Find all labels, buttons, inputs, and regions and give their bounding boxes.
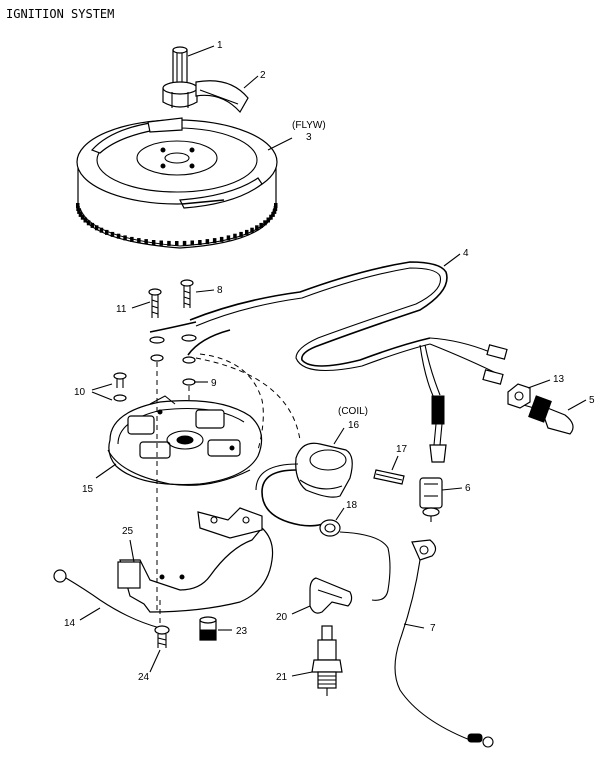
callout-9: 9 (211, 378, 217, 389)
ring-gear-tooth (198, 240, 202, 245)
ring-gear-tooth (259, 222, 263, 228)
ring-gear-tooth (190, 240, 194, 246)
ring-gear-tooth (83, 217, 87, 223)
callout-16-note: (COIL) (338, 406, 368, 417)
ring-gear-tooth (116, 233, 121, 239)
part-spark-plug-boot (309, 577, 353, 614)
part-screw-24 (154, 625, 170, 648)
ring-gear-tooth (76, 206, 80, 211)
ring-gear-tooth (123, 235, 127, 241)
ring-gear-tooth (250, 227, 254, 233)
part-flywheel (76, 117, 278, 249)
callout-18: 18 (346, 500, 358, 511)
callout-16: 16 (348, 420, 360, 431)
ring-gear-tooth (212, 238, 217, 244)
part-connector (419, 477, 443, 522)
part-ground-wire (394, 539, 494, 748)
part-switch (519, 395, 574, 435)
callout-13: 13 (553, 374, 565, 385)
ring-gear-tooth (273, 206, 278, 211)
ring-gear-tooth (226, 235, 231, 241)
part-screw-8 (180, 279, 194, 308)
callout-14: 14 (64, 618, 76, 629)
ring-gear-tooth (255, 225, 259, 231)
part-bracket-plate (117, 507, 274, 613)
ring-gear-tooth (77, 208, 81, 214)
ring-gear-tooth (269, 214, 273, 220)
ring-gear-tooth (76, 203, 80, 208)
part-screw-11 (148, 288, 162, 318)
leader-lines (79, 45, 587, 677)
part-screw-10 (113, 372, 127, 402)
ring-gear-tooth (167, 240, 171, 246)
part-wire-harness (149, 261, 508, 463)
part-spark-plug (311, 625, 343, 696)
callout-10: 10 (74, 387, 86, 398)
ring-gear-tooth (274, 203, 278, 208)
callout-20: 20 (276, 612, 288, 623)
ring-gear-tooth (219, 236, 224, 242)
ring-gear-tooth (110, 231, 115, 237)
callout-11: 11 (116, 304, 127, 315)
callout-labels: 1 2 (FLYW) 3 4 8 11 9 10 13 5 (COIL) 16 … (64, 40, 595, 683)
callout-2: 2 (260, 70, 266, 81)
callout-23: 23 (236, 626, 248, 637)
ring-gear-tooth (80, 214, 85, 220)
ring-gear-tooth (205, 239, 210, 245)
ring-gear-tooth (182, 240, 187, 246)
callout-15: 15 (82, 484, 94, 495)
part-clip (373, 469, 405, 485)
part-flywheel-key (195, 80, 249, 114)
part-flywheel-nut-shaft (162, 46, 198, 108)
ring-gear-tooth (78, 211, 83, 217)
ring-gear-tooth (159, 240, 163, 246)
ring-gear-tooth (90, 222, 95, 228)
callout-21: 21 (276, 672, 288, 683)
part-washers (149, 334, 197, 386)
part-grommet (319, 519, 391, 601)
assembly-guide-lines (156, 353, 301, 626)
part-sleeve (199, 616, 217, 641)
ring-gear-tooth (271, 211, 275, 217)
callout-24: 24 (138, 672, 150, 683)
part-ground-lead (53, 569, 161, 629)
callout-25: 25 (122, 526, 134, 537)
callout-7: 7 (430, 623, 436, 634)
ring-gear-tooth (233, 233, 237, 239)
part-switch-nut (507, 383, 531, 409)
ring-gear-tooth (99, 227, 104, 233)
callout-17: 17 (396, 444, 408, 455)
callout-3-note: (FLYW) (292, 120, 326, 131)
callout-1: 1 (217, 40, 223, 51)
part-ignition-coil (255, 442, 353, 527)
ring-gear-tooth (175, 241, 179, 246)
ring-gear-tooth (272, 208, 277, 214)
callout-8: 8 (217, 285, 223, 296)
ring-gear-tooth (239, 231, 243, 237)
part-breaker-plate (107, 395, 263, 486)
ring-gear-tooth (105, 229, 109, 235)
diagram-title: IGNITION SYSTEM (6, 7, 114, 21)
callout-3: 3 (306, 132, 312, 143)
ring-gear-tooth (245, 229, 249, 235)
callout-4: 4 (463, 248, 469, 259)
callout-5: 5 (589, 395, 595, 406)
ring-gear-tooth (94, 225, 99, 231)
ring-gear-tooth (86, 220, 91, 226)
callout-6: 6 (465, 483, 471, 494)
